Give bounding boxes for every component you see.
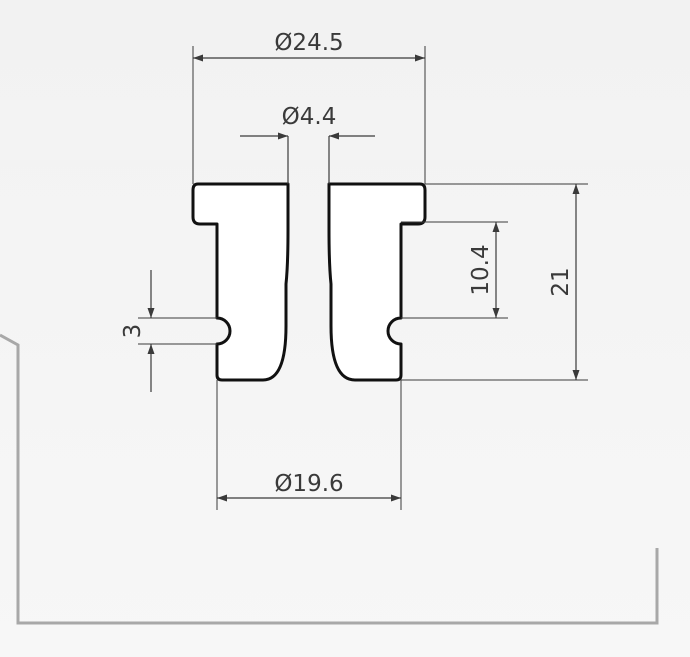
label-total-height: 21: [548, 267, 574, 296]
label-bore-diameter: Ø4.4: [282, 104, 337, 130]
label-flange-gap: 10.4: [468, 244, 494, 295]
part-right-half: [327, 182, 427, 382]
part-left-half: [191, 182, 290, 382]
label-base-diameter: Ø19.6: [274, 471, 343, 497]
label-groove-width: 3: [120, 324, 146, 339]
sheet-border: [0, 333, 659, 625]
label-outer-diameter: Ø24.5: [274, 30, 343, 56]
